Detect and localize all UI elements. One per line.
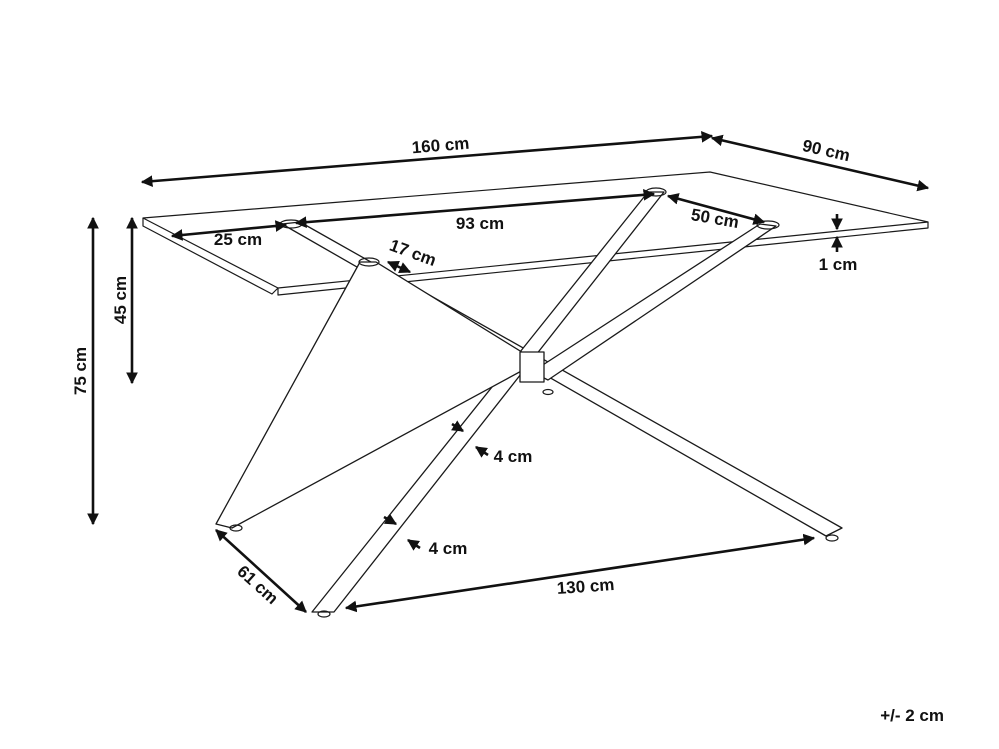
label-length: 160 cm [411, 134, 470, 158]
mounting-pad [358, 257, 380, 267]
leg-b [311, 191, 665, 613]
leg-d [531, 223, 777, 381]
dim-leg-width-1-b [475, 445, 489, 458]
dim-base-width-line [215, 529, 307, 613]
dim-leg-width-2-a [383, 513, 398, 526]
leg-hub [519, 351, 545, 383]
label-leg-height: 45 cm [111, 276, 130, 324]
dim-leg-width-2-b [407, 538, 421, 551]
dim-pad-edge-line [386, 260, 412, 274]
table-illustration [142, 171, 929, 618]
dim-pad-short-line [666, 193, 766, 225]
tolerance-note: +/- 2 cm [880, 706, 944, 725]
dimension-lines [87, 131, 930, 613]
leg-c [215, 261, 539, 529]
dim-leg-width-1-a [450, 420, 464, 433]
dim-width-line [710, 134, 930, 192]
leveling-foot [542, 388, 554, 396]
dim-base-length-line [344, 533, 816, 613]
leveling-foot [317, 610, 331, 618]
dim-length-line [140, 131, 714, 187]
label-leg-width-1: 4 cm [494, 447, 533, 466]
label-pad-end: 25 cm [214, 230, 262, 249]
label-pad-short: 50 cm [690, 205, 741, 232]
label-leg-width-2: 4 cm [429, 539, 468, 558]
leveling-foot [825, 534, 839, 542]
label-total-height: 75 cm [71, 347, 90, 395]
label-glass-thickness: 1 cm [819, 255, 858, 274]
label-pad-long: 93 cm [456, 214, 504, 233]
mounting-pad [756, 220, 780, 230]
dim-pad-end-line [170, 220, 288, 241]
dim-pad-long-line [294, 189, 656, 228]
label-base-length: 130 cm [556, 575, 615, 598]
